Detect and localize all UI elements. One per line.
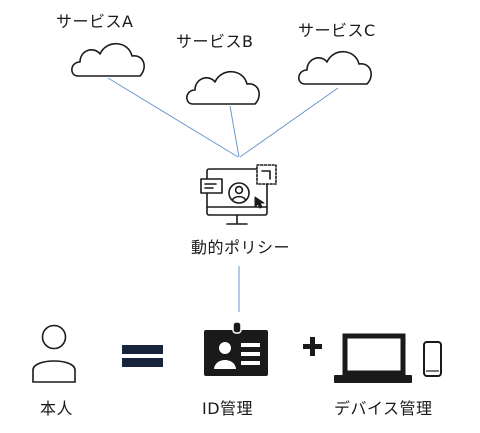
cloud-icon [298,50,372,85]
smartphone-icon [423,341,442,377]
person-icon [32,324,76,383]
id-management-label: ID管理 [202,399,254,418]
monitor-user-icon [200,164,277,225]
policy-label: 動的ポリシー [191,238,291,257]
cloud-icon [186,70,260,105]
device-management-label: デバイス管理 [334,399,433,418]
service-b-label: サービスB [176,32,254,51]
connectors [107,77,339,312]
equals-icon [122,345,163,367]
person-label: 本人 [40,399,74,418]
plus-icon [303,337,322,356]
service-c-label: サービスC [298,21,376,40]
laptop-icon [334,333,412,383]
service-a-label: サービスA [56,12,134,31]
id-badge-icon [204,321,268,376]
cloud-icon [71,42,145,77]
connector-service-a [107,77,239,158]
connector-service-b [229,105,240,158]
connector-service-c [239,87,339,158]
